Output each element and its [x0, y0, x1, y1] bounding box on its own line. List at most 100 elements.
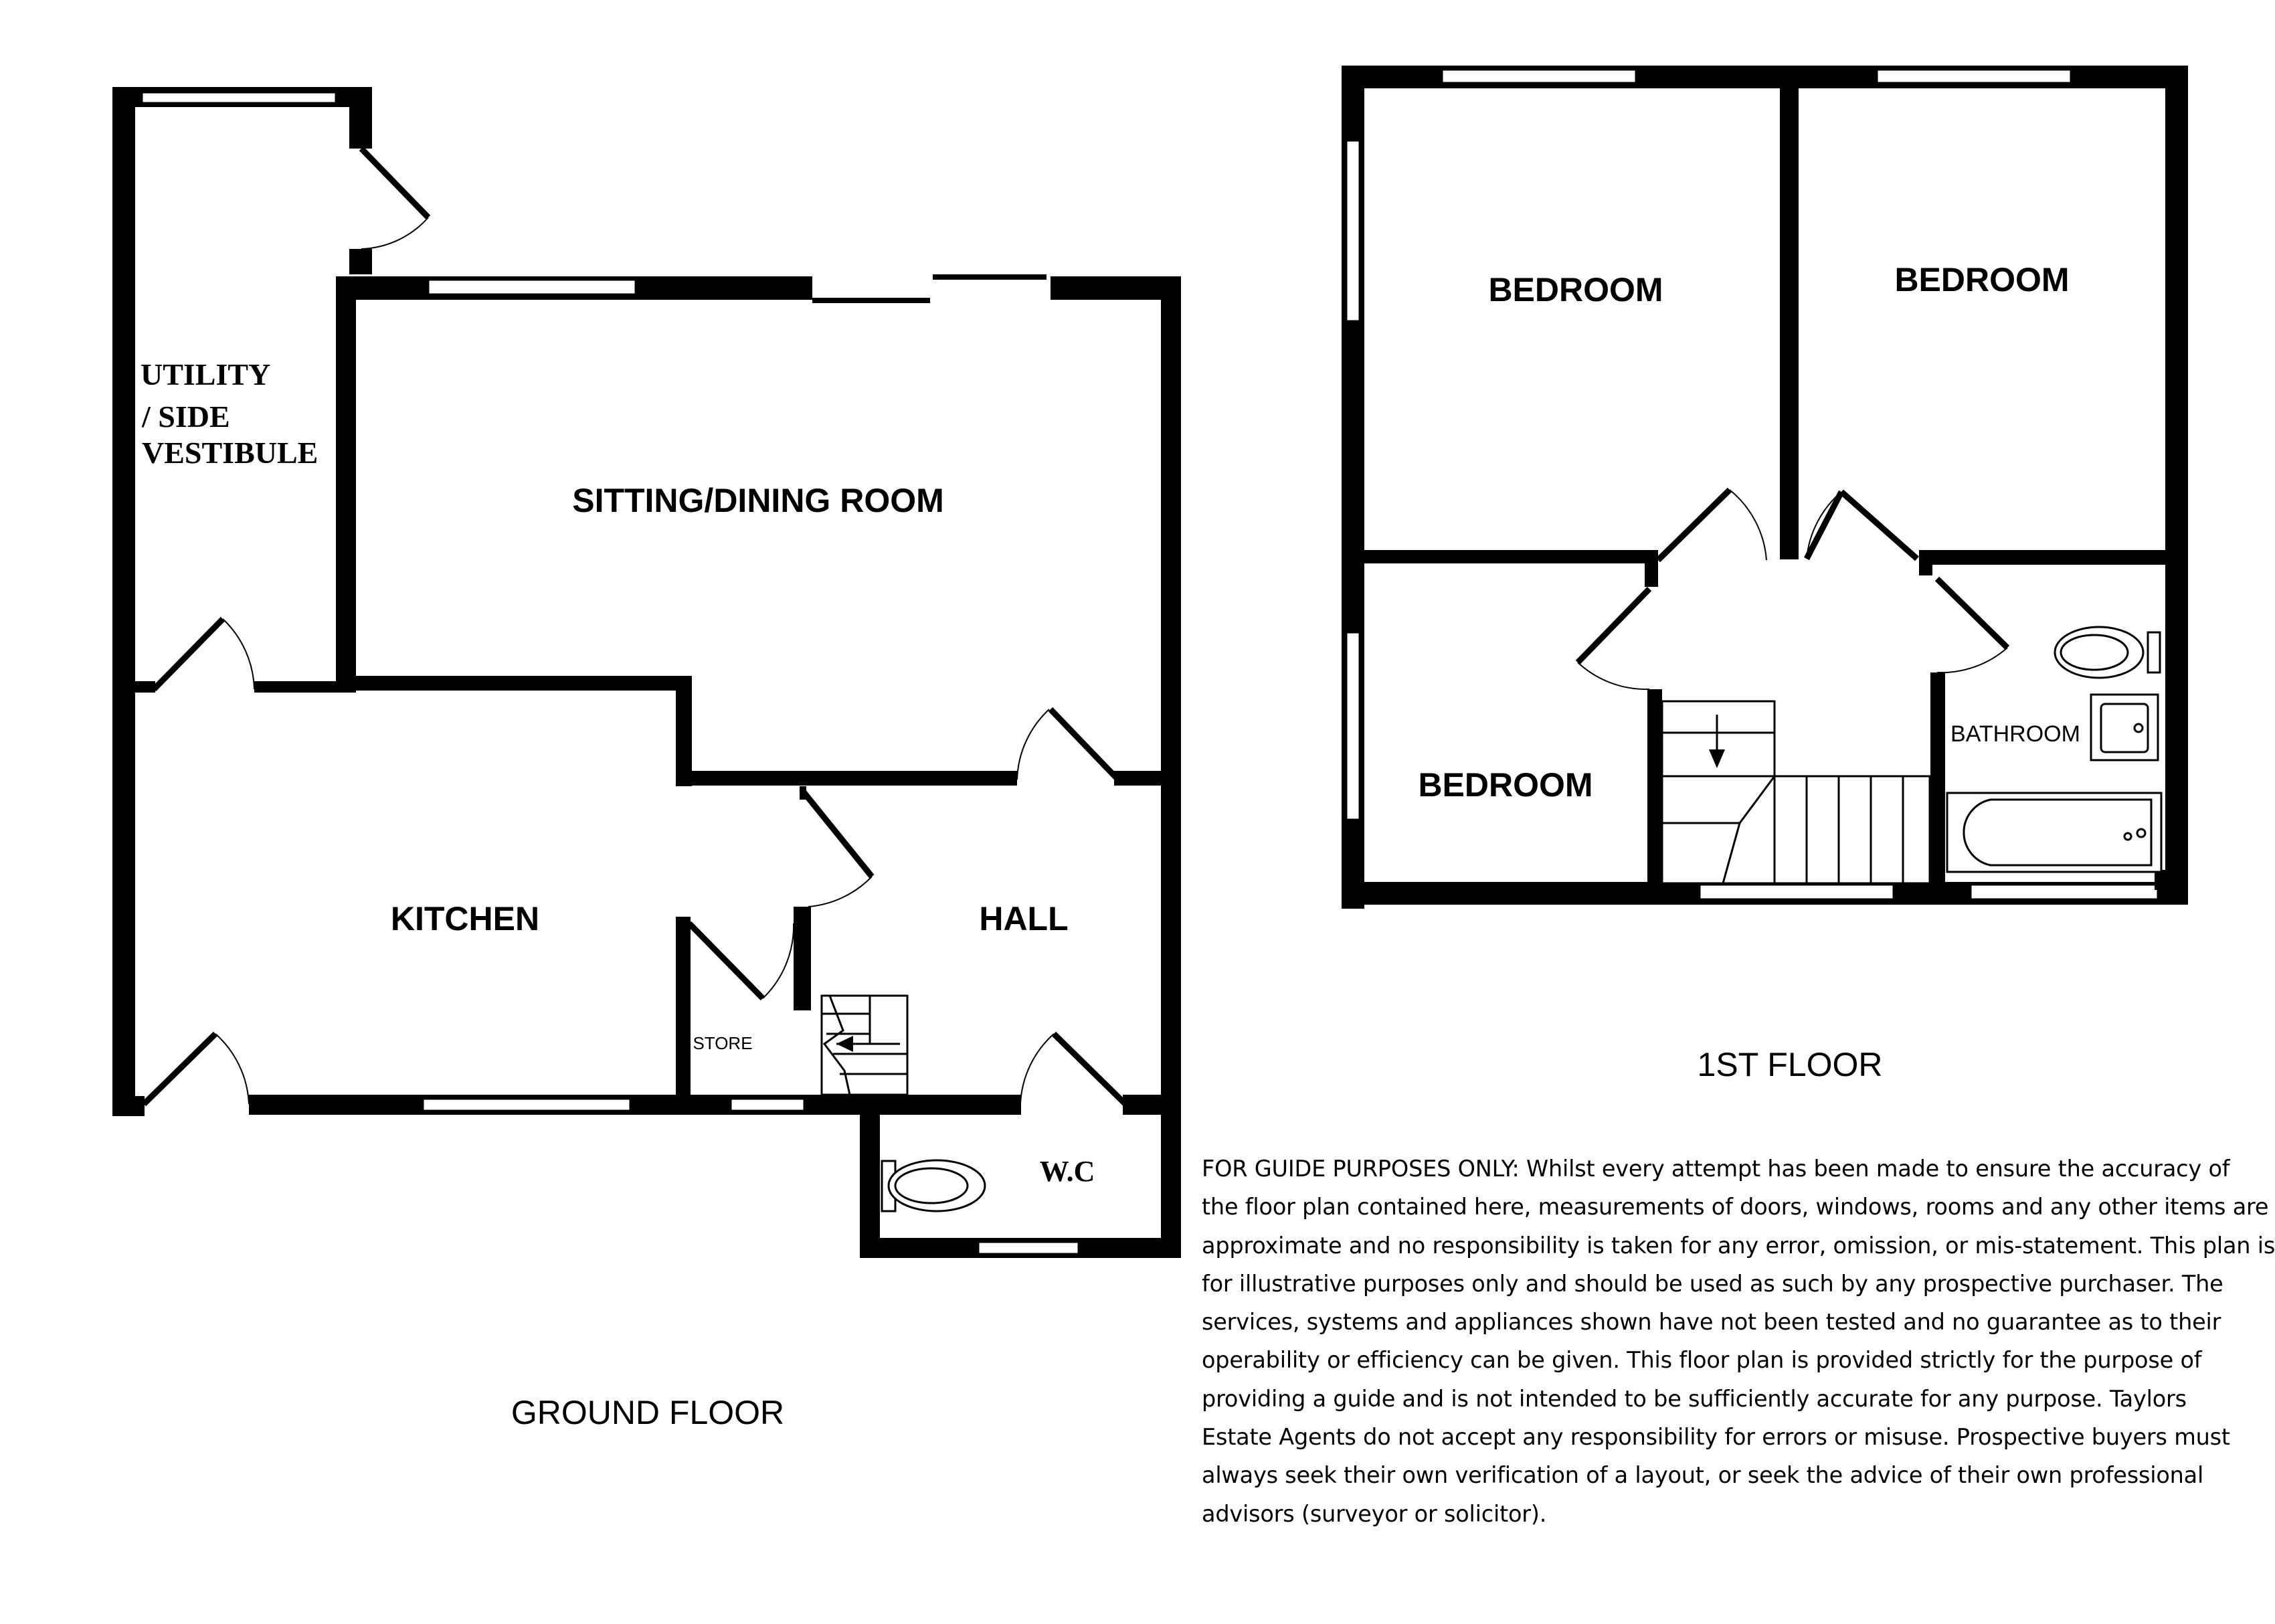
wall [355, 676, 689, 691]
wall [112, 1096, 145, 1116]
sitting-dining-room-label: SITTING/DINING ROOM [572, 482, 944, 519]
window [1698, 883, 1895, 901]
wall [249, 1095, 1018, 1115]
wall [1051, 276, 1178, 300]
utility-label: / SIDE [141, 399, 230, 434]
toilet-seat [894, 1167, 969, 1204]
basin-bowl [2100, 703, 2149, 753]
disclaimer-line: FOR GUIDE PURPOSES ONLY: Whilst every at… [1202, 1156, 2230, 1182]
bath-tap [2123, 832, 2132, 841]
window [977, 1241, 1080, 1255]
first-floor-title: 1ST FLOOR [1698, 1046, 1883, 1083]
disclaimer-text: FOR GUIDE PURPOSES ONLY: Whilst every at… [1202, 1150, 2275, 1533]
stair-direction [822, 995, 851, 1095]
disclaimer-line: services, systems and appliances shown h… [1202, 1309, 2221, 1336]
wall [1114, 771, 1162, 786]
door [1839, 489, 1919, 561]
utility-label: VESTIBULE [142, 436, 318, 470]
wall [254, 681, 355, 693]
stair-direction [1722, 776, 1776, 884]
bedroom-3-label: BEDROOM [1418, 766, 1592, 804]
door [1655, 487, 1732, 563]
wall [800, 786, 806, 800]
wall [1919, 550, 1932, 575]
wall [794, 907, 811, 1010]
toilet-seat [2060, 634, 2129, 671]
window [1345, 631, 1361, 821]
wall [1647, 689, 1662, 890]
wall [336, 280, 356, 693]
wall [135, 681, 155, 693]
kitchen-label: KITCHEN [391, 900, 539, 937]
disclaimer-line: approximate and no responsibility is tak… [1202, 1232, 2275, 1259]
wall [1919, 550, 2188, 565]
door [799, 788, 875, 879]
bathtub-inner [1963, 798, 2153, 867]
door-swing [222, 618, 255, 690]
disclaimer-line: providing a guide and is not intended to… [1202, 1385, 2187, 1412]
bedroom-1-label: BEDROOM [1488, 271, 1663, 308]
wall [933, 274, 1046, 280]
door [1575, 586, 1652, 665]
window [141, 91, 337, 104]
window [1876, 68, 2072, 84]
door [141, 1031, 218, 1107]
disclaimer-line: the floor plan contained here, measureme… [1202, 1194, 2269, 1221]
wall [689, 771, 1017, 786]
toilet-cistern [2147, 631, 2161, 674]
first-floor-plan: BEDROOM BEDROOM BEDROOM BATHROOM 1ST FLO… [1342, 66, 2188, 1083]
wall [2165, 66, 2188, 887]
wall [676, 676, 692, 786]
window [729, 1097, 806, 1112]
wall [2155, 870, 2188, 890]
door [359, 146, 431, 220]
store-label: STORE [693, 1033, 752, 1053]
wall [1161, 276, 1181, 1250]
wall [1930, 672, 1945, 887]
disclaimer-line: operability or efficiency can be given. … [1202, 1347, 2202, 1374]
door [687, 921, 765, 1001]
wall [349, 87, 372, 149]
wall [349, 249, 372, 274]
wall [1780, 67, 1799, 549]
disclaimer-line: Estate Agents do not accept any responsi… [1202, 1424, 2230, 1451]
door [1934, 576, 2010, 650]
basin-tap [2133, 723, 2144, 733]
ground-floor-title: GROUND FLOOR [511, 1394, 784, 1431]
disclaimer-line: for illustrative purposes only and shoul… [1202, 1270, 2223, 1297]
stair-arrow-head [1709, 749, 1725, 768]
window [1441, 68, 1637, 84]
door [1804, 490, 1844, 561]
stair-arrow-head [836, 1036, 853, 1052]
wall [812, 298, 930, 303]
wall [1645, 550, 1658, 587]
door-swing [215, 1033, 250, 1105]
wall [676, 917, 691, 1107]
bedroom-2-label: BEDROOM [1894, 261, 2069, 298]
window [1345, 139, 1361, 323]
door [1051, 1031, 1128, 1107]
door-swing [808, 876, 873, 907]
door-swing [1577, 662, 1650, 691]
bathroom-label: BATHROOM [1950, 721, 2080, 747]
door [151, 616, 225, 692]
staircase [1661, 700, 1776, 885]
wall [1123, 1095, 1163, 1115]
wall [112, 87, 135, 1114]
door-swing [1016, 709, 1050, 780]
disclaimer-line: always seek their own verification of a … [1202, 1462, 2204, 1489]
door [1048, 707, 1119, 780]
door-swing [1806, 491, 1842, 559]
disclaimer-line: advisors (surveyor or solicitor). [1202, 1500, 1547, 1527]
wall [907, 1095, 1021, 1115]
window [427, 278, 637, 296]
wc-label: W.C [1040, 1155, 1095, 1188]
door-swing [1020, 1033, 1055, 1105]
bath-tap [2136, 828, 2147, 838]
door-swing [1729, 489, 1767, 561]
wall [1780, 535, 1799, 559]
wall [860, 1107, 880, 1258]
door-swing [762, 923, 795, 999]
wall [1362, 550, 1656, 563]
hall-label: HALL [979, 900, 1068, 937]
